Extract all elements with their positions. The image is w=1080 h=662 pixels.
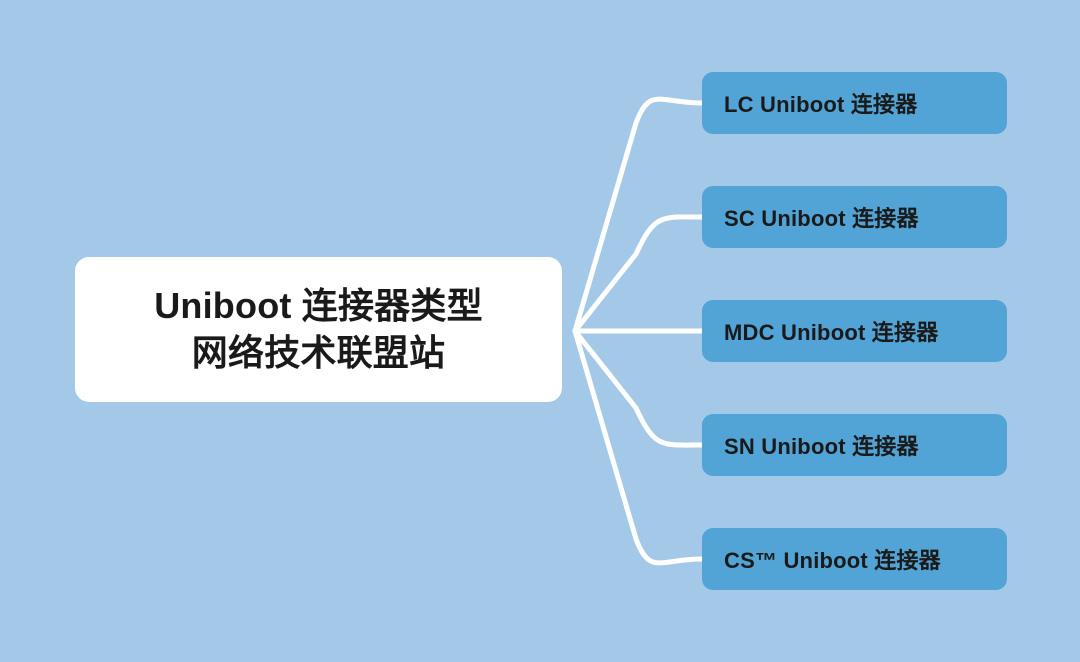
branch-node-label: MDC Uniboot 连接器 bbox=[724, 320, 939, 345]
branch-node-label: SC Uniboot 连接器 bbox=[724, 206, 919, 231]
root-node-title-line-2: 网络技术联盟站 bbox=[191, 331, 446, 373]
branch-node-label: CS™ Uniboot 连接器 bbox=[724, 548, 941, 573]
connector-line-2 bbox=[572, 214, 705, 334]
branch-node-lc-uniboot[interactable]: LC Uniboot 连接器 bbox=[702, 72, 1007, 134]
branch-node-mdc-uniboot[interactable]: MDC Uniboot 连接器 bbox=[702, 300, 1007, 362]
branch-node-cs-uniboot[interactable]: CS™ Uniboot 连接器 bbox=[702, 528, 1007, 590]
root-node-title-line-1: Uniboot 连接器类型 bbox=[154, 285, 483, 327]
branch-node-sc-uniboot[interactable]: SC Uniboot 连接器 bbox=[702, 186, 1007, 248]
connector-line-4 bbox=[572, 328, 705, 448]
branch-node-label: SN Uniboot 连接器 bbox=[724, 434, 919, 459]
branch-node-sn-uniboot[interactable]: SN Uniboot 连接器 bbox=[702, 414, 1007, 476]
connector-line-1 bbox=[572, 96, 705, 334]
branch-node-label: LC Uniboot 连接器 bbox=[724, 92, 918, 117]
root-node[interactable]: Uniboot 连接器类型 网络技术联盟站 bbox=[75, 257, 562, 402]
connector-line-5 bbox=[572, 328, 705, 566]
